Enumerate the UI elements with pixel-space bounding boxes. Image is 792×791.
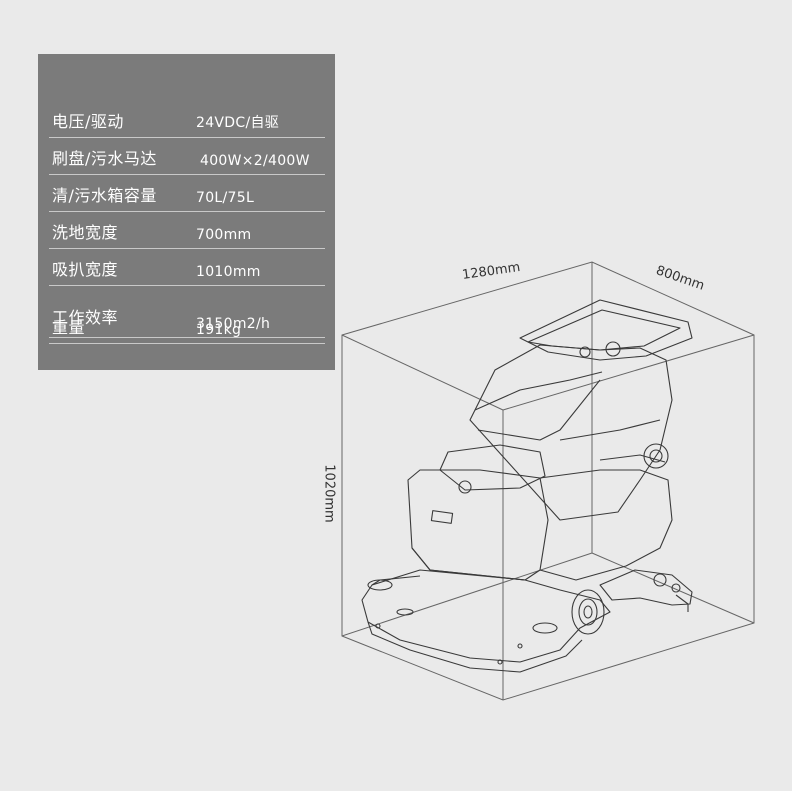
brush-cap-left: [367, 579, 393, 591]
box-edge-bottom-right: [591, 552, 755, 624]
spec-label: 洗地宽度: [52, 223, 119, 242]
spec-value: 700mm: [196, 227, 252, 243]
box-edge-bottom-left: [341, 552, 593, 637]
spec-value: 1010mm: [196, 264, 261, 280]
spec-value: 3150m2/h: [196, 316, 271, 332]
dimension-height-label: 1020mm: [321, 464, 337, 523]
spec-label: 重量: [52, 318, 86, 337]
spec-value: 191kg: [196, 322, 242, 338]
spec-label: 刷盘/污水马达: [52, 149, 157, 168]
spec-row-weight: 重量 191kg: [49, 306, 325, 344]
control-panel: [519, 299, 693, 361]
box-edge-top-right: [502, 334, 755, 411]
squeegee: [599, 569, 693, 606]
spec-value: 70L/75L: [196, 190, 255, 206]
bounding-box-outline: [341, 261, 755, 701]
spec-label: 清/污水箱容量: [52, 186, 157, 205]
spec-row-efficiency: 工作效率 3150m2/h: [49, 293, 325, 338]
spec-label: 电压/驱动: [52, 112, 124, 131]
spec-row-squeegee-width: 吸扒宽度 1010mm: [49, 248, 325, 286]
body-upper: [469, 344, 673, 521]
rear-wheel: [571, 589, 605, 635]
floor-scrubber-machine: [361, 299, 693, 673]
base-deck: [361, 569, 611, 663]
spec-row-tank: 清/污水箱容量 70L/75L: [49, 174, 325, 212]
spec-row-voltage: 电压/驱动 24VDC/自驱: [49, 100, 325, 138]
box-edge-top-left: [341, 334, 504, 411]
spec-row-cleaning-width: 洗地宽度 700mm: [49, 211, 325, 249]
spec-label: 吸扒宽度: [52, 260, 119, 279]
spec-value: 400W×2/400W: [200, 153, 310, 169]
spec-panel: 电压/驱动 24VDC/自驱 刷盘/污水马达 400W×2/400W 清/污水箱…: [38, 54, 335, 370]
side-hub: [643, 443, 669, 469]
spec-label: 工作效率: [52, 308, 119, 327]
spec-row-motor: 刷盘/污水马达 400W×2/400W: [49, 137, 325, 175]
body-front: [407, 469, 549, 581]
tank-lid: [439, 444, 546, 491]
brush-cap-right: [532, 622, 558, 634]
spec-value: 24VDC/自驱: [196, 115, 280, 131]
